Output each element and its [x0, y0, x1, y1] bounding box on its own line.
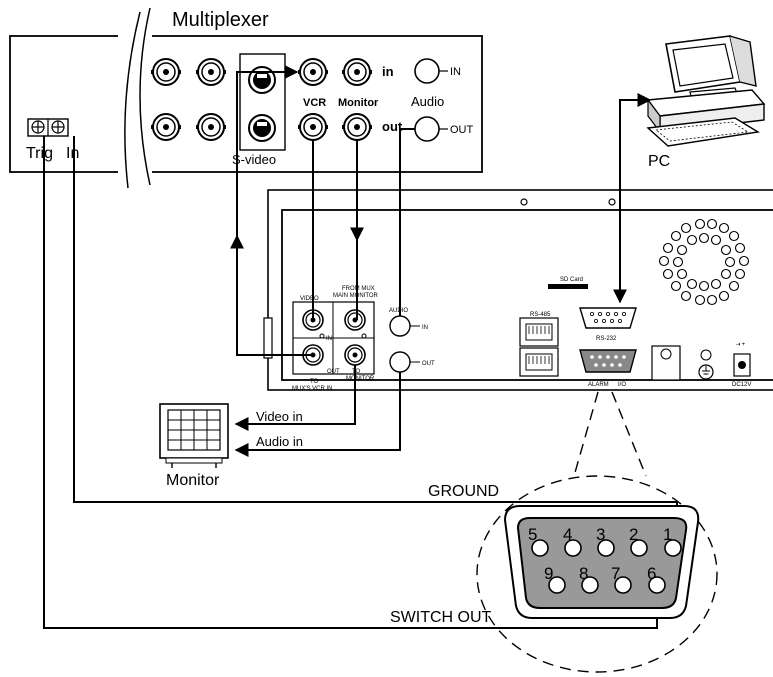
db9-pin-hole — [597, 539, 615, 557]
db9-pin-number: 5 — [528, 525, 537, 544]
power-polarity-icon: -◐+ — [736, 342, 746, 348]
dvr-main-monitor-bnc — [344, 309, 366, 331]
multiplexer-title: Multiplexer — [172, 9, 269, 31]
cable-video-to-monitor — [234, 365, 356, 431]
dvr-to-monitor-bnc — [344, 344, 366, 366]
rs232-label: RS-232 — [596, 336, 617, 342]
audio-in-jack-label: IN — [450, 66, 461, 78]
dvr-audio-in-jack — [389, 315, 411, 337]
db9-connector — [503, 505, 700, 619]
db9-pin-number: 9 — [544, 564, 553, 583]
db9-pin-number: 1 — [663, 525, 672, 544]
db9-pin-number: 7 — [611, 564, 620, 583]
dc12v-label: DC12V — [732, 382, 751, 388]
audio-out-jack-label: OUT — [450, 124, 474, 136]
db9-pin-hole — [581, 576, 599, 594]
dvr-audio-label: AUDIO — [389, 308, 408, 314]
break-mark — [124, 11, 141, 189]
bnc-connector — [150, 113, 182, 141]
dvr-audio-out-label: OUT — [422, 361, 435, 367]
video-in-label: Video in — [256, 409, 303, 424]
dvr-video-label: VIDEO — [300, 296, 319, 302]
svideo-port — [248, 114, 276, 142]
dvr-monitor-label: MONITOR — [346, 376, 375, 382]
cable-audio-to-dvr — [399, 128, 415, 316]
svideo-port — [248, 66, 276, 94]
rs485-port — [519, 347, 559, 377]
dvr-out-small: OUT — [327, 369, 340, 375]
sd-card-slot — [548, 284, 588, 289]
audio-in-label: Audio in — [256, 434, 303, 449]
vcr-in-bnc — [297, 58, 329, 86]
db9-pin-number: 6 — [647, 564, 656, 583]
db9-pin-hole — [630, 539, 648, 557]
fan-vent-grid — [658, 218, 750, 306]
dvr-audio-in-label: IN — [422, 325, 428, 331]
db9-zoom-callout — [476, 391, 718, 673]
rs485-label: RS-485 — [530, 312, 551, 318]
pc-label: PC — [648, 153, 670, 170]
rs232-port — [579, 307, 637, 329]
monitor-in-bnc — [341, 58, 373, 86]
bnc-connector — [150, 58, 182, 86]
in-terminal-label: In — [66, 145, 79, 162]
cable-audio-to-monitor — [234, 372, 401, 457]
dvr-to-label: TO — [310, 379, 319, 385]
alarm-io-port — [579, 349, 637, 373]
dvr-to-label-2: TO — [352, 369, 361, 375]
multiplexer-unit: Multiplexer S-video VCR Monitor in out — [9, 2, 483, 192]
cable-vcr-loop — [236, 65, 313, 356]
ground-label: GROUND — [428, 483, 499, 500]
monitor-device: Monitor — [159, 403, 229, 489]
vcr-label: VCR — [303, 97, 326, 109]
ground-screw — [700, 349, 712, 361]
db9-pin-number: 4 — [563, 525, 572, 544]
bnc-connector — [195, 58, 227, 86]
out-row-label: out — [382, 119, 403, 134]
audio-out-jack — [414, 116, 440, 142]
dvr-unit: VIDEO FROM MUX MAIN MONITOR IN OUT TO MU… — [263, 189, 773, 392]
alarm-label: ALARM — [588, 382, 609, 388]
dvr-muxs-vcr-in-label: MUX'S VCR IN — [292, 386, 332, 392]
db9-pin-hole — [648, 576, 666, 594]
db9-pin-hole — [548, 576, 566, 594]
rs485-port — [519, 317, 559, 347]
dvr-from-mux-label: FROM MUX — [342, 286, 375, 292]
db9-pin-hole — [664, 539, 682, 557]
terminal-block — [27, 118, 69, 137]
bnc-connector — [195, 113, 227, 141]
in-row-label: in — [382, 64, 394, 79]
audio-label: Audio — [411, 94, 444, 109]
vcr-out-bnc — [297, 113, 329, 141]
db9-pin-hole — [531, 539, 549, 557]
db9-pin-number: 2 — [629, 525, 638, 544]
db9-pin-hole — [614, 576, 632, 594]
audio-in-jack — [414, 58, 440, 84]
monitor-out-bnc — [341, 113, 373, 141]
dvr-main-monitor-label: MAIN MONITOR — [333, 293, 379, 299]
monitor-port-label: Monitor — [338, 97, 379, 109]
break-mark — [139, 7, 151, 186]
db9-pin-number: 3 — [596, 525, 605, 544]
io-label: I/O — [618, 382, 626, 388]
monitor-label: Monitor — [166, 472, 220, 489]
sd-card-label: SD Card — [560, 277, 583, 283]
db9-pin-hole — [564, 539, 582, 557]
trig-label: Trig — [26, 145, 53, 162]
ground-terminal-icon — [698, 364, 714, 380]
svideo-label: S-video — [232, 152, 276, 167]
switch-out-label: SWITCH OUT — [390, 609, 492, 626]
db9-pins: 5 4 3 2 1 9 8 7 6 — [528, 525, 682, 594]
db9-pin-number: 8 — [579, 564, 588, 583]
dvr-video-in-small: IN — [326, 336, 332, 342]
dvr-audio-out-jack — [389, 351, 411, 373]
pc-computer: PC — [646, 35, 766, 170]
